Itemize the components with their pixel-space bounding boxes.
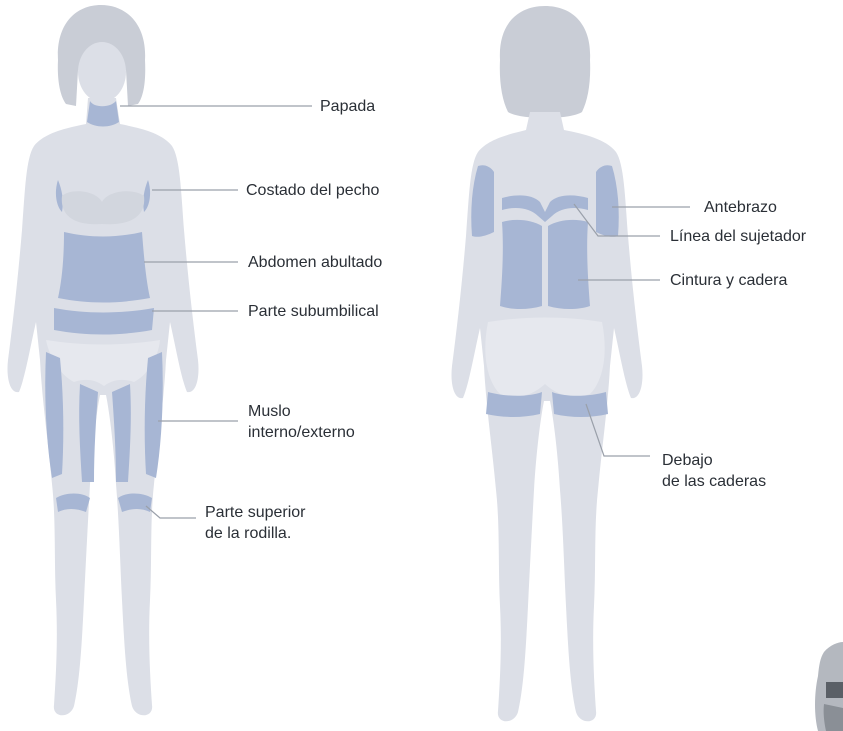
label-muslo: Muslo interno/externo: [248, 401, 418, 443]
label-rodilla-line2: de la rodilla.: [205, 523, 375, 544]
label-debajo-line2: de las caderas: [662, 471, 832, 492]
label-parte-subumbilical: Parte subumbilical: [248, 301, 379, 322]
label-cintura-cadera: Cintura y cadera: [670, 270, 787, 291]
label-rodilla-line1: Parte superior: [205, 502, 375, 523]
label-debajo-line1: Debajo: [662, 450, 832, 471]
cropped-device-image: [815, 642, 843, 731]
label-papada: Papada: [320, 96, 375, 117]
label-muslo-line2: interno/externo: [248, 422, 418, 443]
label-rodilla: Parte superior de la rodilla.: [205, 502, 375, 544]
front-zone-muslo-outer-left: [45, 352, 63, 478]
label-costado-pecho: Costado del pecho: [246, 180, 379, 201]
front-face: [78, 42, 126, 102]
front-figure: [7, 5, 198, 715]
back-zone-cintura-right: [548, 220, 590, 309]
label-abdomen-abultado: Abdomen abultado: [248, 252, 382, 273]
back-zone-cintura-left: [500, 220, 542, 309]
back-zone-debajo-left: [486, 392, 542, 417]
label-debajo-caderas: Debajo de las caderas: [662, 450, 832, 492]
back-zone-debajo-right: [552, 392, 608, 417]
leader-rodilla: [146, 506, 196, 518]
label-muslo-line1: Muslo: [248, 401, 418, 422]
back-figure: [451, 6, 642, 721]
front-zone-muslo-outer-right: [145, 352, 163, 478]
label-linea-sujetador: Línea del sujetador: [670, 226, 806, 247]
front-zone-muslo-inner-right: [112, 384, 131, 482]
label-antebrazo: Antebrazo: [704, 197, 777, 218]
back-hair: [500, 6, 590, 118]
front-zone-muslo-inner-left: [79, 384, 98, 482]
front-zone-abdomen: [58, 232, 150, 303]
